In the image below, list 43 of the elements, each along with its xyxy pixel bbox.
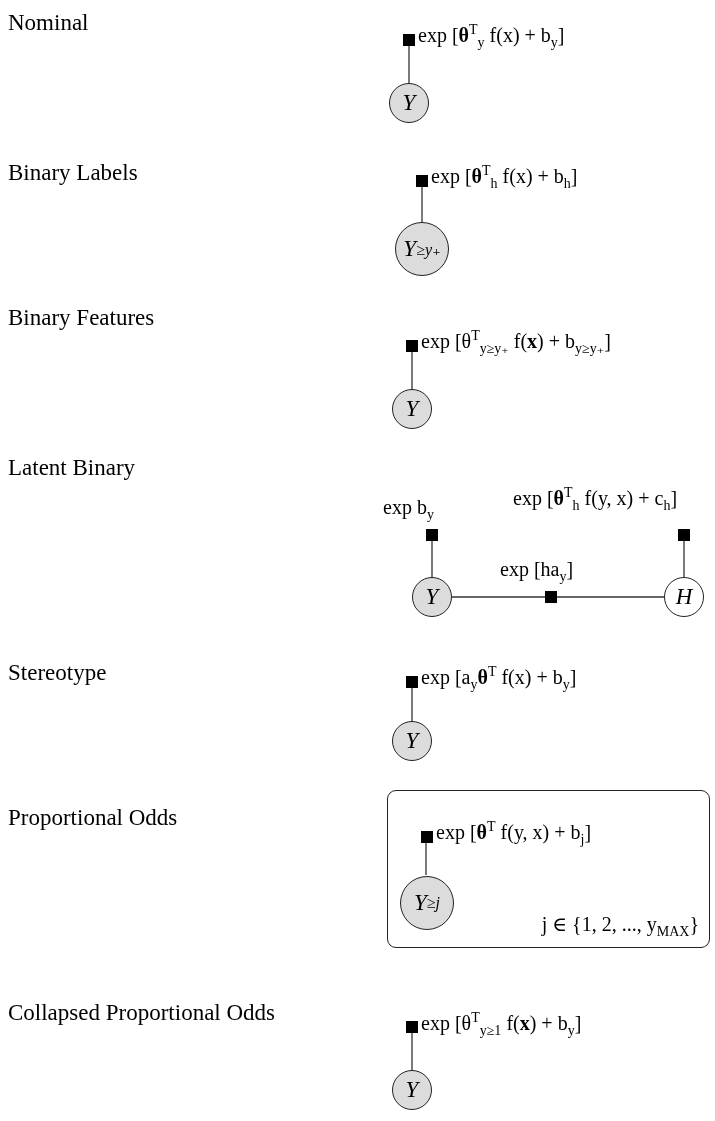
plate-box [387, 790, 710, 948]
factor-formula: exp [θ$^{T}$$_{y≥1}$ f(x) + b$_{y}$] [421, 1010, 582, 1040]
factor-formula: exp [θ$^{T}$$_{h}$ f(y, x) + c$_{h}$] [513, 485, 678, 515]
factor-edge [411, 687, 413, 722]
factor-formula: exp [ha$_{y}$] [500, 557, 574, 586]
factor-formula: exp [θ$^{T}$$_{h}$ f(x) + b$_{h}$] [431, 163, 578, 193]
factor-square [406, 1021, 418, 1033]
factor-edge [451, 596, 546, 598]
observed-variable-circle: Y [392, 721, 432, 761]
factor-edge [408, 45, 410, 84]
latent-variable-circle: H [664, 577, 704, 617]
factor-formula: exp b$_{y}$ [383, 495, 434, 524]
observed-variable-circle: Y [389, 83, 429, 123]
section-title: Latent Binary [8, 455, 136, 481]
factor-formula: exp [θ$^{T}$ f(y, x) + b$_{j}$] [436, 819, 592, 849]
factor-formula: exp [a$_{y}$θ$^{T}$ f(x) + b$_{y}$] [421, 664, 577, 694]
factor-square [678, 529, 690, 541]
observed-variable-circle: Y [392, 1070, 432, 1110]
factor-square [421, 831, 433, 843]
section-title: Collapsed Proportional Odds [8, 1000, 276, 1026]
factor-formula: exp [θ$^{T}$$_{y}$ f(x) + b$_{y}$] [418, 22, 565, 52]
factor-square [426, 529, 438, 541]
plate-index-label: j ∈ {1, 2, ..., y$_{MAX}$} [541, 912, 699, 941]
factor-edge [431, 540, 433, 578]
factor-square [545, 591, 557, 603]
observed-variable-circle: Y [412, 577, 452, 617]
section-title: Binary Labels [8, 160, 138, 186]
factor-edge [556, 596, 665, 598]
factor-edge [411, 1032, 413, 1071]
section-title: Proportional Odds [8, 805, 178, 831]
factor-square [403, 34, 415, 46]
section-title: Nominal [8, 10, 89, 36]
factor-edge [683, 540, 685, 578]
factor-square [406, 340, 418, 352]
section-title: Stereotype [8, 660, 107, 686]
factor-edge [411, 351, 413, 390]
observed-variable-circle: Y [392, 389, 432, 429]
factor-edge [425, 841, 427, 876]
factor-edge [421, 186, 423, 223]
factor-square [416, 175, 428, 187]
factor-formula: exp [θ$^{T}$$_{y≥y₊}$ f(x) + b$_{y≥y₊}$] [421, 328, 611, 358]
section-title: Binary Features [8, 305, 155, 331]
factor-square [406, 676, 418, 688]
